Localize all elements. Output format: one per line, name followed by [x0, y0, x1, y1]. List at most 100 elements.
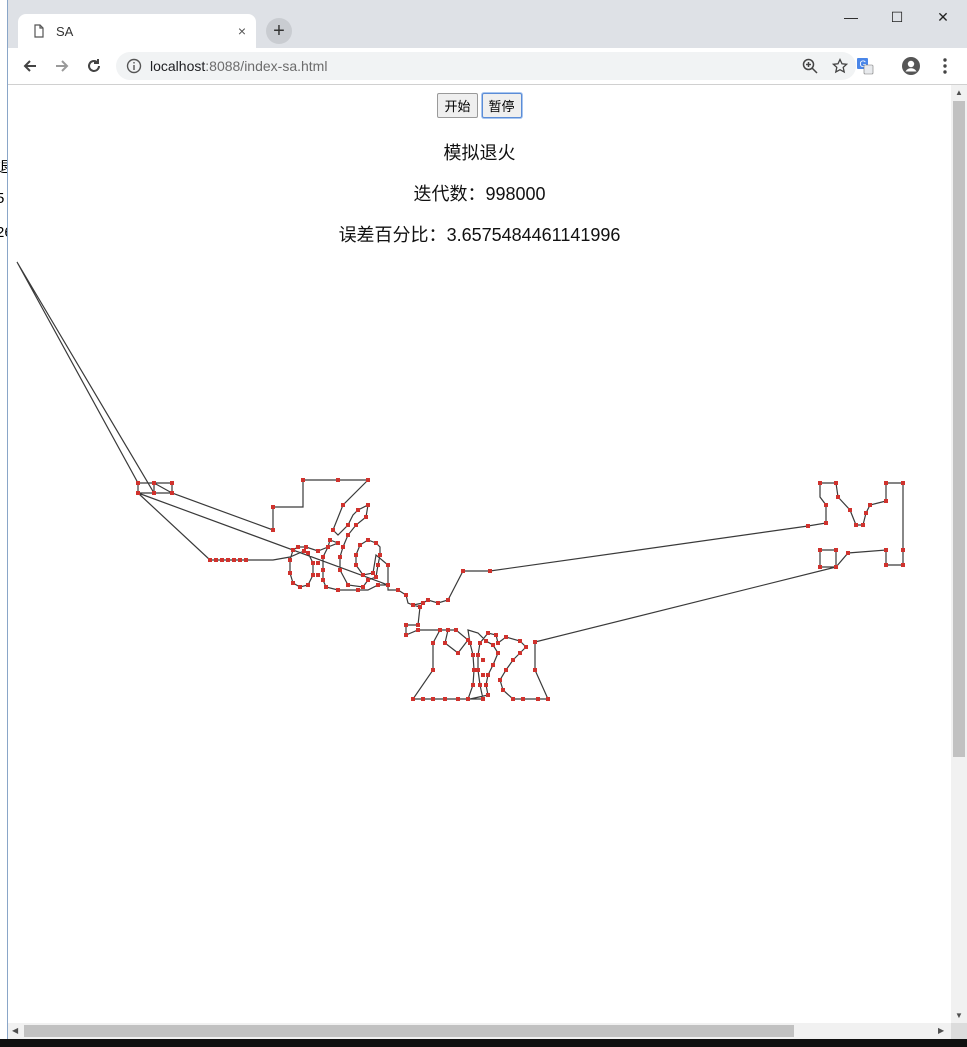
- city-point: [304, 545, 308, 549]
- city-point: [518, 639, 522, 643]
- translate-button[interactable]: G: [853, 54, 877, 78]
- pause-button[interactable]: 暂停: [481, 93, 522, 118]
- city-point: [288, 558, 292, 562]
- city-point: [358, 543, 362, 547]
- city-point: [356, 508, 360, 512]
- city-point: [378, 553, 382, 557]
- city-point: [238, 558, 242, 562]
- city-point: [864, 511, 868, 515]
- city-point: [511, 658, 515, 662]
- city-point: [484, 639, 488, 643]
- city-point: [854, 523, 858, 527]
- city-point: [366, 503, 370, 507]
- city-point: [346, 533, 350, 537]
- city-point: [443, 697, 447, 701]
- city-point: [411, 603, 415, 607]
- city-point: [376, 563, 380, 567]
- city-point: [533, 668, 537, 672]
- address-bar[interactable]: localhost:8088/index-sa.html: [116, 52, 856, 80]
- error-value: 3.6575484461141996: [446, 225, 621, 245]
- reload-button[interactable]: [82, 54, 106, 78]
- city-point: [818, 481, 822, 485]
- city-point: [291, 548, 295, 552]
- city-point: [426, 598, 430, 602]
- city-point: [481, 673, 485, 677]
- city-point: [818, 548, 822, 552]
- city-point: [501, 688, 505, 692]
- city-point: [461, 569, 465, 573]
- city-point: [466, 697, 470, 701]
- minimize-button[interactable]: —: [844, 9, 858, 25]
- city-point: [170, 481, 174, 485]
- city-point: [456, 651, 460, 655]
- city-point: [901, 548, 905, 552]
- scroll-left-icon[interactable]: ◀: [12, 1026, 19, 1035]
- browser-window: SA × + — ☐ ✕ localhost:8088/index-sa.htm…: [8, 0, 967, 1039]
- horizontal-scroll-thumb[interactable]: [24, 1025, 794, 1037]
- vertical-scroll-thumb[interactable]: [953, 101, 965, 757]
- forward-button[interactable]: [50, 54, 74, 78]
- city-point: [868, 503, 872, 507]
- city-point: [834, 481, 838, 485]
- city-point: [354, 523, 358, 527]
- city-point: [846, 551, 850, 555]
- city-point: [301, 478, 305, 482]
- city-point: [386, 583, 390, 587]
- new-tab-button[interactable]: +: [266, 18, 292, 44]
- tab-sa[interactable]: SA ×: [18, 14, 256, 48]
- city-point: [431, 668, 435, 672]
- background-window: 退 5 26: [0, 0, 13, 1047]
- account-button[interactable]: [899, 54, 923, 78]
- taskbar: [0, 1039, 967, 1047]
- close-tab-icon[interactable]: ×: [237, 23, 246, 39]
- city-point: [321, 555, 325, 559]
- city-point: [834, 548, 838, 552]
- horizontal-scrollbar[interactable]: ◀ ▶: [8, 1023, 951, 1039]
- close-window-button[interactable]: ✕: [937, 8, 949, 25]
- city-point: [220, 558, 224, 562]
- city-point: [446, 598, 450, 602]
- city-point: [321, 568, 325, 572]
- iterations-value: 998000: [485, 184, 546, 204]
- iterations-label: 迭代数：: [413, 184, 486, 204]
- city-point: [488, 569, 492, 573]
- route-path: [16, 261, 904, 700]
- scroll-down-icon[interactable]: ▼: [955, 1011, 963, 1020]
- vertical-scrollbar[interactable]: ▲ ▼: [951, 85, 967, 1023]
- city-point: [346, 523, 350, 527]
- city-point: [901, 481, 905, 485]
- city-point: [328, 538, 332, 542]
- city-point: [456, 697, 460, 701]
- info-icon[interactable]: [126, 58, 142, 74]
- city-point: [306, 583, 310, 587]
- scroll-right-icon[interactable]: ▶: [938, 1026, 945, 1035]
- city-point: [354, 553, 358, 557]
- city-point: [296, 545, 300, 549]
- start-button[interactable]: 开始: [437, 93, 478, 118]
- error-label: 误差百分比：: [338, 225, 447, 245]
- city-point: [476, 653, 480, 657]
- city-point: [484, 683, 488, 687]
- city-point: [494, 633, 498, 637]
- maximize-button[interactable]: ☐: [890, 8, 904, 25]
- scroll-up-icon[interactable]: ▲: [955, 88, 963, 97]
- city-point: [366, 478, 370, 482]
- back-arrow-icon: [23, 60, 36, 72]
- zoom-icon[interactable]: [802, 58, 818, 74]
- city-point: [476, 668, 480, 672]
- city-point: [416, 628, 420, 632]
- url-path: :8088/index-sa.html: [205, 58, 328, 74]
- city-point: [536, 697, 540, 701]
- city-point: [486, 693, 490, 697]
- city-point: [491, 663, 495, 667]
- menu-button[interactable]: [933, 54, 957, 78]
- city-point: [170, 491, 174, 495]
- city-point: [824, 521, 828, 525]
- account-icon: [902, 57, 920, 75]
- city-point: [136, 481, 140, 485]
- city-point: [232, 558, 236, 562]
- city-point: [884, 563, 888, 567]
- back-button[interactable]: [18, 54, 42, 78]
- star-icon[interactable]: [831, 57, 849, 74]
- city-point: [511, 697, 515, 701]
